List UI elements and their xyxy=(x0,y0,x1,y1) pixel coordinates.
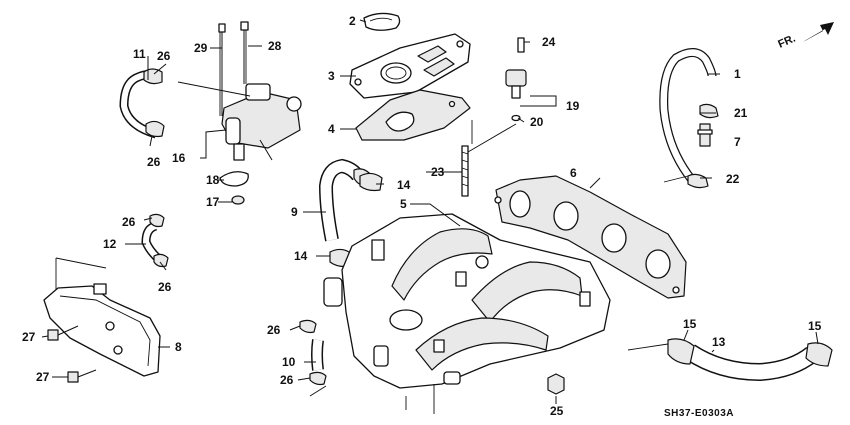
part-bracket xyxy=(43,283,161,377)
part-iac-valve xyxy=(221,83,302,161)
callout-13: 13 xyxy=(712,335,726,349)
part-joint-pipe xyxy=(697,123,713,147)
callout-9: 9 xyxy=(291,205,298,219)
callout-1: 1 xyxy=(734,67,741,81)
part-stud xyxy=(461,145,469,197)
callout-26f: 26 xyxy=(280,373,294,387)
drawing-code: SH37-E0303A xyxy=(664,408,734,419)
callout-5: 5 xyxy=(400,197,407,211)
callout-14a: 14 xyxy=(397,178,411,192)
callout-4: 4 xyxy=(328,122,335,136)
part-nut-25 xyxy=(547,373,565,395)
callout-15b: 15 xyxy=(808,319,822,333)
callout-15a: 15 xyxy=(683,317,697,331)
callout-27a: 27 xyxy=(22,330,36,344)
callout-20: 20 xyxy=(530,115,544,129)
callout-25: 25 xyxy=(550,404,564,418)
callout-26b: 26 xyxy=(147,155,161,169)
part-gasket-small xyxy=(363,12,401,31)
part-sensor xyxy=(505,37,527,122)
part-manifold-gasket xyxy=(494,175,687,299)
callout-17: 17 xyxy=(206,195,220,209)
callout-26c: 26 xyxy=(122,215,136,229)
part-clip-21 xyxy=(699,103,719,119)
leader-lines xyxy=(41,19,819,414)
callout-21: 21 xyxy=(734,106,748,120)
part-hose-10 xyxy=(299,319,327,386)
part-hose-12 xyxy=(141,213,169,268)
part-gasket-plate xyxy=(355,89,471,141)
callout-10: 10 xyxy=(282,355,296,369)
part-intake-manifold xyxy=(323,213,611,389)
callout-11: 11 xyxy=(133,47,146,61)
callout-19: 19 xyxy=(566,99,580,113)
part-hose-11 xyxy=(119,68,165,139)
part-throttle-plate xyxy=(349,33,471,99)
part-hose-right xyxy=(659,48,717,183)
callout-24: 24 xyxy=(542,35,556,49)
callout-7: 7 xyxy=(734,135,741,149)
callout-16: 16 xyxy=(172,151,186,165)
part-bolt-29 xyxy=(218,23,226,116)
part-clip-14a xyxy=(359,172,383,192)
callout-6: 6 xyxy=(570,166,577,180)
part-bolt-27a xyxy=(47,325,79,341)
part-gasket-18 xyxy=(219,171,249,187)
part-clip-22 xyxy=(687,173,709,189)
callout-18: 18 xyxy=(206,173,220,187)
callout-8: 8 xyxy=(175,340,182,354)
part-bolt-28 xyxy=(240,21,249,84)
part-hose-13 xyxy=(667,338,833,382)
part-oring-17 xyxy=(231,195,245,205)
front-direction-arrow: FR. xyxy=(776,22,834,51)
callout-27b: 27 xyxy=(36,370,50,384)
callout-23: 23 xyxy=(431,165,445,179)
callout-3: 3 xyxy=(328,69,335,83)
part-bolt-27b xyxy=(67,369,97,383)
callout-labels: 1 2 3 4 5 6 7 8 9 10 11 12 13 14 14 15 1… xyxy=(22,14,822,418)
callout-14b: 14 xyxy=(294,249,308,263)
callout-2: 2 xyxy=(349,14,356,28)
callout-12: 12 xyxy=(103,237,117,251)
callout-26d: 26 xyxy=(158,280,172,294)
callout-26e: 26 xyxy=(267,323,281,337)
callout-29: 29 xyxy=(194,41,208,55)
callout-22: 22 xyxy=(726,172,740,186)
front-direction-label: FR. xyxy=(776,33,797,51)
callout-26a: 26 xyxy=(157,49,171,63)
callout-28: 28 xyxy=(268,39,282,53)
